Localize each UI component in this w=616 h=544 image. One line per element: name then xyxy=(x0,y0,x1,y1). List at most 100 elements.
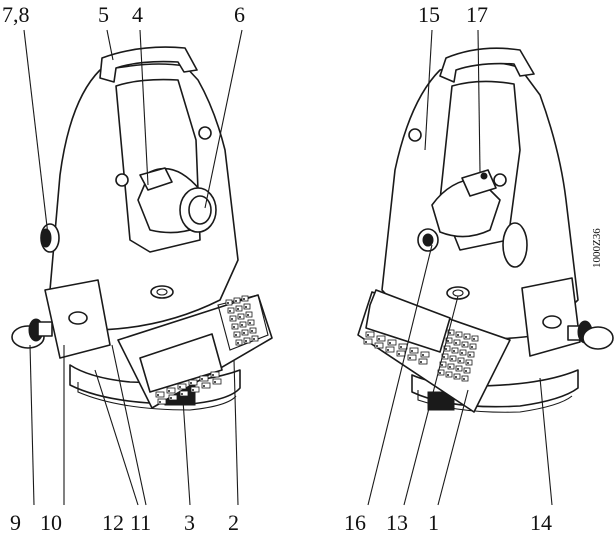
keypad-key-dot xyxy=(203,385,205,387)
keypad-key-dot xyxy=(473,338,475,340)
keypad-key xyxy=(179,390,189,397)
keypad-key-dot xyxy=(411,350,413,352)
keypad-key-dot xyxy=(251,330,253,332)
leader-lines xyxy=(23,29,553,506)
keypad-key-dot xyxy=(237,308,239,310)
footscrew-right xyxy=(427,391,455,411)
keypad-key-dot xyxy=(400,346,402,348)
keypad-key-dot xyxy=(471,346,473,348)
keypad-key xyxy=(235,339,243,346)
keypad-key xyxy=(461,375,469,382)
keypad-key xyxy=(231,323,239,330)
keypad-key xyxy=(376,335,386,342)
keypad-key-dot xyxy=(212,374,214,376)
keypad-key xyxy=(447,363,455,370)
carrying-handle-right xyxy=(439,47,535,83)
keypad-key-dot xyxy=(249,322,251,324)
keypad-key-dot xyxy=(443,356,445,358)
screw-left-a xyxy=(198,126,212,140)
callout-3: 3 xyxy=(184,510,195,535)
control-panel-right xyxy=(357,289,511,413)
callout-12: 12 xyxy=(102,510,124,535)
keypad-key-dot xyxy=(453,350,455,352)
screw-left-b xyxy=(115,173,129,187)
keypad-key-dot xyxy=(233,326,235,328)
keypad-key-dot xyxy=(365,341,367,343)
display-right xyxy=(365,289,451,353)
keypad-key-dot xyxy=(241,324,243,326)
keypad-key-dot xyxy=(465,336,467,338)
horizontal-drive-knob-left xyxy=(11,318,53,349)
callout-15: 15 xyxy=(418,2,440,27)
keypad-key-dot xyxy=(449,366,451,368)
callout-labels: 7,8 5 4 6 15 17 9 10 12 11 3 2 16 13 1 1… xyxy=(2,2,603,535)
keypad-key-dot xyxy=(235,300,237,302)
keypad-key-dot xyxy=(243,332,245,334)
keypad-key xyxy=(469,343,477,350)
keypad-key-dot xyxy=(170,397,172,399)
keypad-key-dot xyxy=(243,298,245,300)
keypad-key-dot xyxy=(455,342,457,344)
callout-6: 6 xyxy=(234,2,245,27)
keypad-key xyxy=(409,347,419,354)
keypad-key xyxy=(225,299,233,306)
keypad-key xyxy=(459,349,467,356)
keypad-key xyxy=(245,311,253,318)
keypad-key-dot xyxy=(245,306,247,308)
keypad-key xyxy=(210,371,220,378)
callout-10: 10 xyxy=(40,510,62,535)
keypad-key xyxy=(241,329,249,336)
keypad-key-dot xyxy=(231,318,233,320)
keypad-key xyxy=(190,386,200,393)
carrying-handle-left xyxy=(99,46,198,83)
keypad-key xyxy=(188,379,198,386)
figure-code: 1000Z36 xyxy=(591,228,603,268)
callout-14: 14 xyxy=(530,510,552,535)
keypad-key-dot xyxy=(376,345,378,347)
callout-1: 1 xyxy=(428,510,439,535)
keypad-key xyxy=(239,321,247,328)
keypad-key-dot xyxy=(469,354,471,356)
keypad-key xyxy=(247,319,255,326)
keypad-key-dot xyxy=(441,364,443,366)
keypad-key xyxy=(166,387,176,394)
screw-right-b xyxy=(493,173,507,187)
keypad-key xyxy=(463,333,471,340)
keypad-key-dot xyxy=(239,316,241,318)
keypad-key-dot xyxy=(159,401,161,403)
keypad-key-dot xyxy=(398,353,400,355)
keypad-key-dot xyxy=(447,374,449,376)
keypad-key xyxy=(471,335,479,342)
theodolite-rear-view xyxy=(357,47,614,413)
keypad-key-dot xyxy=(467,362,469,364)
keypad-key-dot xyxy=(439,372,441,374)
keypad-key-dot xyxy=(447,340,449,342)
keypad-key-dot xyxy=(214,381,216,383)
keypad-key-dot xyxy=(247,314,249,316)
callout-7-8: 7,8 xyxy=(2,2,30,27)
keypad-key xyxy=(453,339,461,346)
keypad-key xyxy=(455,365,463,372)
keypad-key-dot xyxy=(420,361,422,363)
keypad-key xyxy=(374,342,384,349)
callout-16: 16 xyxy=(344,510,366,535)
keypad-key xyxy=(243,303,251,310)
keypad-key-dot xyxy=(229,310,231,312)
keypad-key xyxy=(453,373,461,380)
keypad-key xyxy=(457,357,465,364)
keypad-key-dot xyxy=(157,394,159,396)
keypad-key-dot xyxy=(457,368,459,370)
keypad-key-dot xyxy=(367,334,369,336)
keypad-key-dot xyxy=(457,334,459,336)
standard-boss-right xyxy=(502,222,528,268)
horizontal-drive-knob-right xyxy=(567,320,614,350)
keypad-key-dot xyxy=(389,342,391,344)
screw-right-a xyxy=(408,128,422,142)
keypad-key xyxy=(227,307,235,314)
keypad-key xyxy=(418,358,428,365)
keypad-right xyxy=(363,329,479,382)
callout-2: 2 xyxy=(228,510,239,535)
keypad-key-dot xyxy=(445,348,447,350)
keypad-key xyxy=(461,341,469,348)
